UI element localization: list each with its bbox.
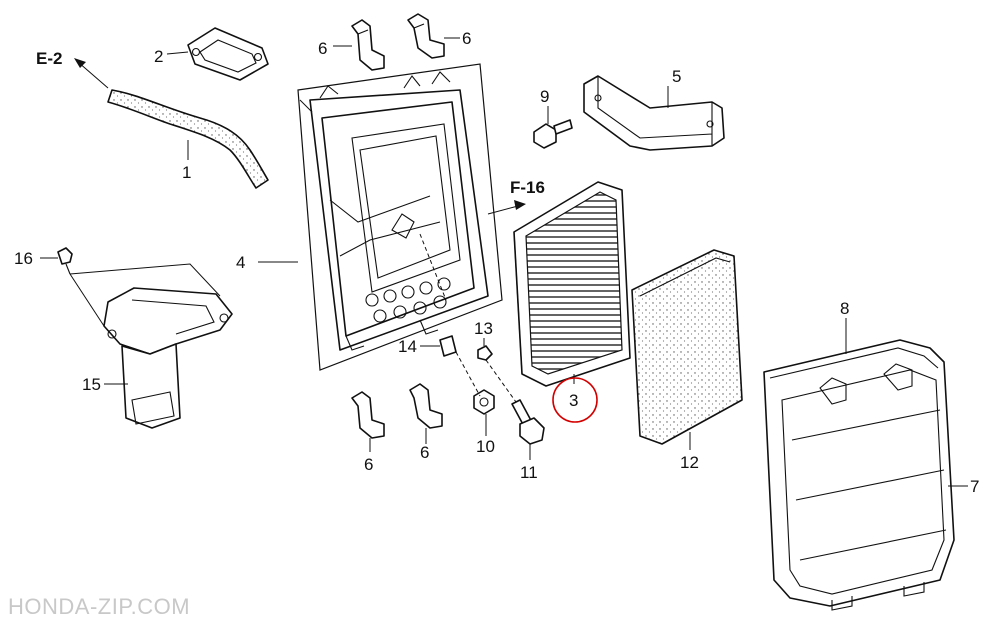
callout-6-top-left: 6 xyxy=(318,39,327,58)
callout-6-bottom-left: 6 xyxy=(364,455,373,474)
air-filter-element xyxy=(513,181,631,387)
bolt-16 xyxy=(57,247,73,275)
e2-label: E-2 xyxy=(36,49,62,68)
callout-6-bottom-right: 6 xyxy=(420,443,429,462)
bolt-9 xyxy=(533,119,573,149)
highlight-circle xyxy=(552,377,598,423)
gasket xyxy=(187,27,269,81)
clip-bottom-left xyxy=(351,391,385,439)
f16-reference: F-16 xyxy=(487,178,545,215)
callout-2: 2 xyxy=(154,47,163,66)
clip-top-right xyxy=(407,13,445,59)
callout-14: 14 xyxy=(398,337,417,356)
nut-13 xyxy=(477,345,493,361)
bracket xyxy=(583,75,725,151)
callout-7: 7 xyxy=(970,477,979,496)
breather-tube xyxy=(107,89,269,189)
callout-10: 10 xyxy=(476,437,495,456)
callout-3: 3 xyxy=(569,391,578,410)
case-bottom-holes xyxy=(365,277,451,323)
bolt-11 xyxy=(511,399,545,445)
watermark: HONDA-ZIP.COM xyxy=(8,594,190,619)
air-cleaner-case xyxy=(297,63,503,371)
callout-8: 8 xyxy=(840,299,849,318)
callout-4: 4 xyxy=(236,253,245,272)
callout-16: 16 xyxy=(14,249,33,268)
air-cleaner-cover xyxy=(763,339,955,611)
foam-prefilter xyxy=(631,249,743,445)
callout-9: 9 xyxy=(540,87,549,106)
washer-nut-10 xyxy=(473,389,495,415)
collar-14 xyxy=(439,335,457,357)
e2-reference: E-2 xyxy=(36,49,109,89)
callout-5: 5 xyxy=(672,67,681,86)
intake-duct xyxy=(103,287,233,429)
clip-bottom-right xyxy=(409,383,443,429)
callout-1: 1 xyxy=(182,163,191,182)
f16-label: F-16 xyxy=(510,178,545,197)
callout-12: 12 xyxy=(680,453,699,472)
clip-top-left xyxy=(351,19,385,71)
callout-6-top-right: 6 xyxy=(462,29,471,48)
callout-13: 13 xyxy=(474,319,493,338)
callout-15: 15 xyxy=(82,375,101,394)
callout-11: 11 xyxy=(520,463,538,482)
